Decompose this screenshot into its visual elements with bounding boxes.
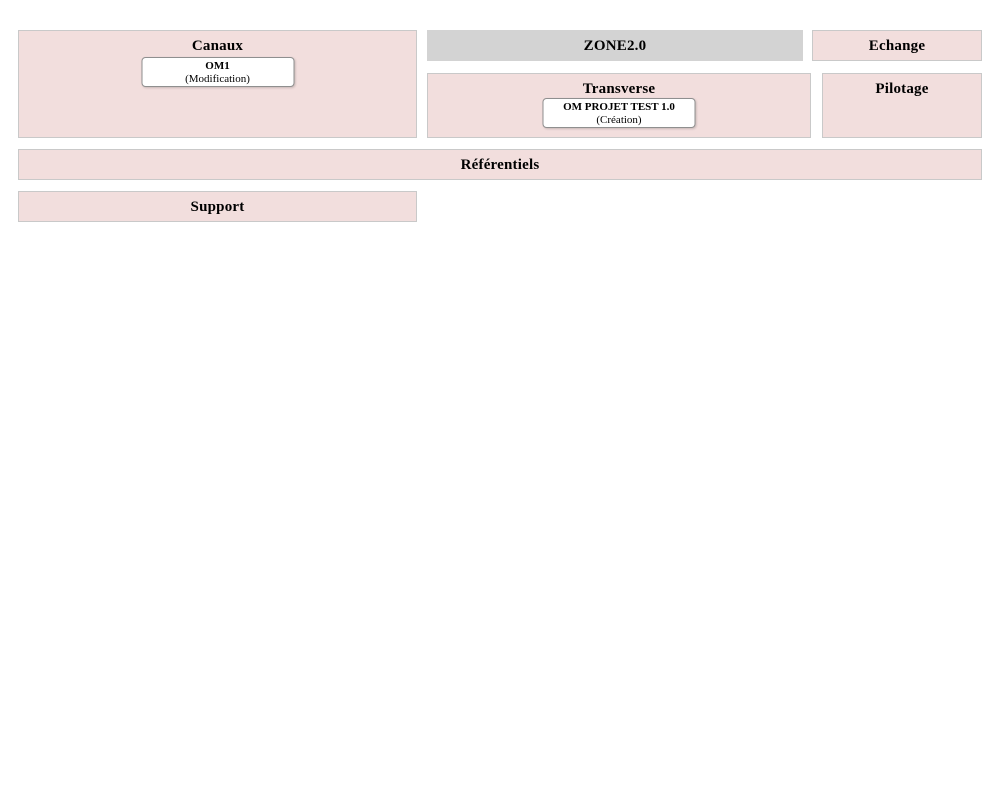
panel-pilotage-title: Pilotage xyxy=(875,81,929,97)
panel-transverse: Transverse OM PROJET TEST 1.0 (Création) xyxy=(427,73,811,138)
panel-support-title: Support xyxy=(190,199,245,215)
panel-canaux: Canaux OM1 (Modification) xyxy=(18,30,417,138)
panel-zone-title: ZONE2.0 xyxy=(583,38,647,54)
card-om1[interactable]: OM1 (Modification) xyxy=(141,57,294,87)
panel-referentiels-title: Référentiels xyxy=(460,157,540,173)
panel-pilotage: Pilotage xyxy=(822,73,982,138)
card-om-projet-test[interactable]: OM PROJET TEST 1.0 (Création) xyxy=(542,98,696,128)
card-om1-status: (Modification) xyxy=(185,73,250,85)
panel-canaux-title: Canaux xyxy=(191,38,244,54)
card-om-projet-test-name: OM PROJET TEST 1.0 xyxy=(563,101,675,113)
card-om1-name: OM1 xyxy=(205,60,230,72)
panel-echange-title: Echange xyxy=(868,38,926,54)
panel-echange: Echange xyxy=(812,30,982,61)
card-om-projet-test-status: (Création) xyxy=(596,114,642,126)
panel-referentiels: Référentiels xyxy=(18,149,982,180)
panel-support: Support xyxy=(18,191,417,222)
panel-zone-header: ZONE2.0 xyxy=(427,30,803,61)
panel-transverse-title: Transverse xyxy=(582,81,656,97)
